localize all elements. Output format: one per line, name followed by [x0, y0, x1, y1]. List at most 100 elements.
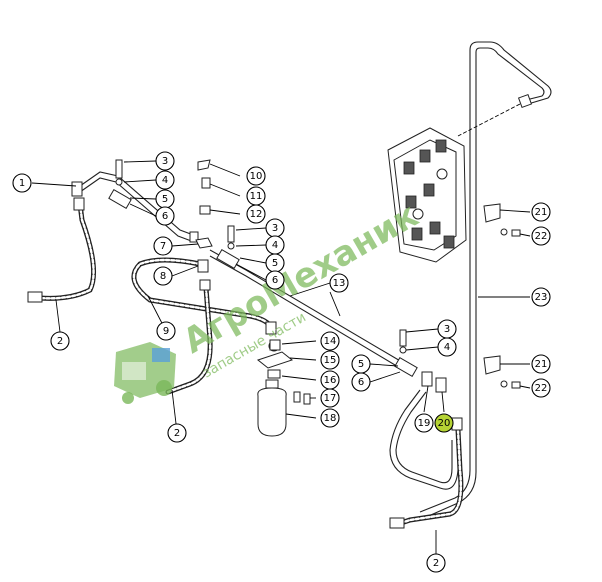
callout-14: 14	[320, 331, 340, 351]
callout-label: 2	[433, 558, 439, 569]
callout-circle	[531, 226, 551, 246]
fittings	[108, 159, 521, 405]
callout-4: 4	[265, 235, 285, 255]
callout-23: 23	[531, 287, 551, 307]
callout-circle	[12, 173, 32, 193]
callout-circle	[246, 166, 266, 186]
callout-3: 3	[155, 151, 175, 171]
callout-label: 4	[444, 342, 450, 353]
callout-circle	[320, 331, 340, 351]
callout-circle	[246, 204, 266, 224]
pipe-19-loop	[389, 389, 459, 490]
components	[108, 127, 521, 437]
control-valve-block	[387, 127, 467, 263]
watermark-brand: АгроМеханик	[177, 195, 426, 362]
callout-label: 1	[19, 178, 25, 189]
pipe-1	[71, 171, 199, 243]
callout-circle	[531, 287, 551, 307]
callout-2: 2	[426, 553, 446, 573]
callout-circle	[155, 206, 175, 226]
callout-11: 11	[246, 186, 266, 206]
callout-label: 6	[358, 377, 364, 388]
callout-2: 2	[167, 423, 187, 443]
callout-20: 20	[434, 413, 454, 433]
callout-label: 4	[272, 240, 278, 251]
callout-label: 14	[324, 336, 337, 347]
callout-3: 3	[265, 218, 285, 238]
callout-label: 20	[438, 418, 451, 429]
callout-label: 5	[358, 359, 364, 370]
callout-12: 12	[246, 204, 266, 224]
callout-label: 5	[162, 194, 168, 205]
callout-15: 15	[320, 350, 340, 370]
callout-label: 16	[324, 375, 337, 386]
callout-label: 22	[535, 383, 548, 394]
callout-label: 10	[250, 171, 263, 182]
leader-lines	[31, 160, 531, 560]
callout-label: 6	[162, 211, 168, 222]
callout-circle	[531, 378, 551, 398]
callout-circle	[531, 354, 551, 374]
callout-label: 18	[324, 413, 337, 424]
callout-label: 22	[535, 231, 548, 242]
callout-10: 10	[246, 166, 266, 186]
callout-label: 8	[160, 271, 166, 282]
callout-21: 21	[531, 354, 551, 374]
callout-label: 15	[324, 355, 337, 366]
callout-19: 19	[414, 413, 434, 433]
callout-label: 19	[418, 418, 431, 429]
callout-circle	[265, 270, 285, 290]
callout-label: 5	[272, 258, 278, 269]
callout-circle	[153, 236, 173, 256]
callout-circle	[320, 408, 340, 428]
callout-circle	[437, 337, 457, 357]
callout-6: 6	[265, 270, 285, 290]
callout-circle	[155, 170, 175, 190]
hose-2-left	[27, 197, 97, 303]
callout-6: 6	[351, 372, 371, 392]
pipe-23	[419, 41, 552, 519]
callout-8: 8	[153, 266, 173, 286]
callout-label: 21	[535, 207, 548, 218]
callout-5: 5	[351, 354, 371, 374]
callout-label: 11	[250, 191, 263, 202]
callout-label: 2	[57, 336, 63, 347]
callout-4: 4	[437, 337, 457, 357]
callout-circle	[426, 553, 446, 573]
callout-13: 13	[329, 273, 349, 293]
callout-circle	[351, 372, 371, 392]
callout-circle	[329, 273, 349, 293]
watermark-logo-icon	[114, 342, 176, 404]
callout-22: 22	[531, 378, 551, 398]
callout-label: 6	[272, 275, 278, 286]
callout-label: 3	[162, 156, 168, 167]
callout-circle	[156, 321, 176, 341]
callout-9: 9	[156, 321, 176, 341]
callout-16: 16	[320, 370, 340, 390]
callout-circle	[50, 331, 70, 351]
callout-5: 5	[155, 189, 175, 209]
callout-circle	[414, 413, 434, 433]
hoses	[27, 197, 464, 529]
callout-label: 17	[324, 393, 337, 404]
callout-22: 22	[531, 226, 551, 246]
callout-6: 6	[155, 206, 175, 226]
callout-circle	[167, 423, 187, 443]
callout-label: 3	[272, 223, 278, 234]
callout-circle	[155, 151, 175, 171]
hose-9	[131, 257, 277, 395]
callout-circle	[320, 388, 340, 408]
callout-5: 5	[265, 253, 285, 273]
callout-2: 2	[50, 331, 70, 351]
accumulator	[256, 340, 294, 437]
callout-label: 3	[444, 324, 450, 335]
callout-4: 4	[155, 170, 175, 190]
callout-3: 3	[437, 319, 457, 339]
callout-label: 4	[162, 175, 168, 186]
hose-2-bottom	[389, 417, 464, 529]
callout-label: 21	[535, 359, 548, 370]
callout-label: 23	[535, 292, 548, 303]
callout-label: 2	[174, 428, 180, 439]
